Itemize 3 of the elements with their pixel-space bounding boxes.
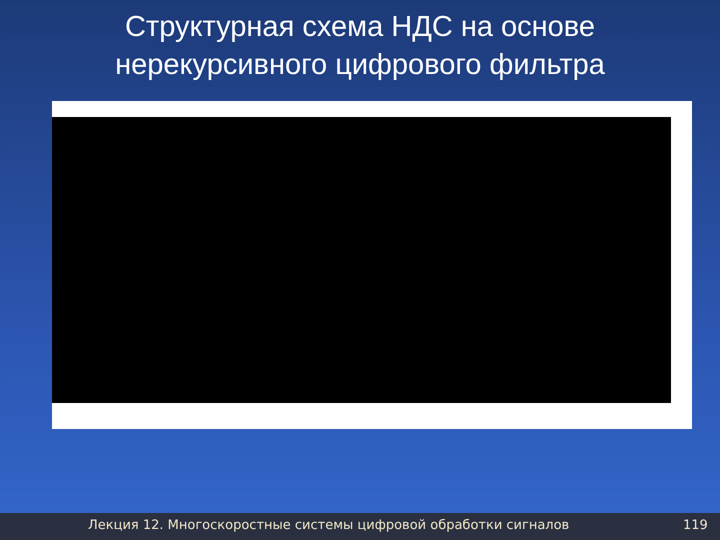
- page-number: 119: [683, 518, 708, 533]
- slide-title: Структурная схема НДС на основе нерекурсивного цифрового фильтра: [114, 10, 606, 83]
- footer-text: Лекция 12. Многоскоростные системы цифровой обработки сигналов: [88, 518, 570, 533]
